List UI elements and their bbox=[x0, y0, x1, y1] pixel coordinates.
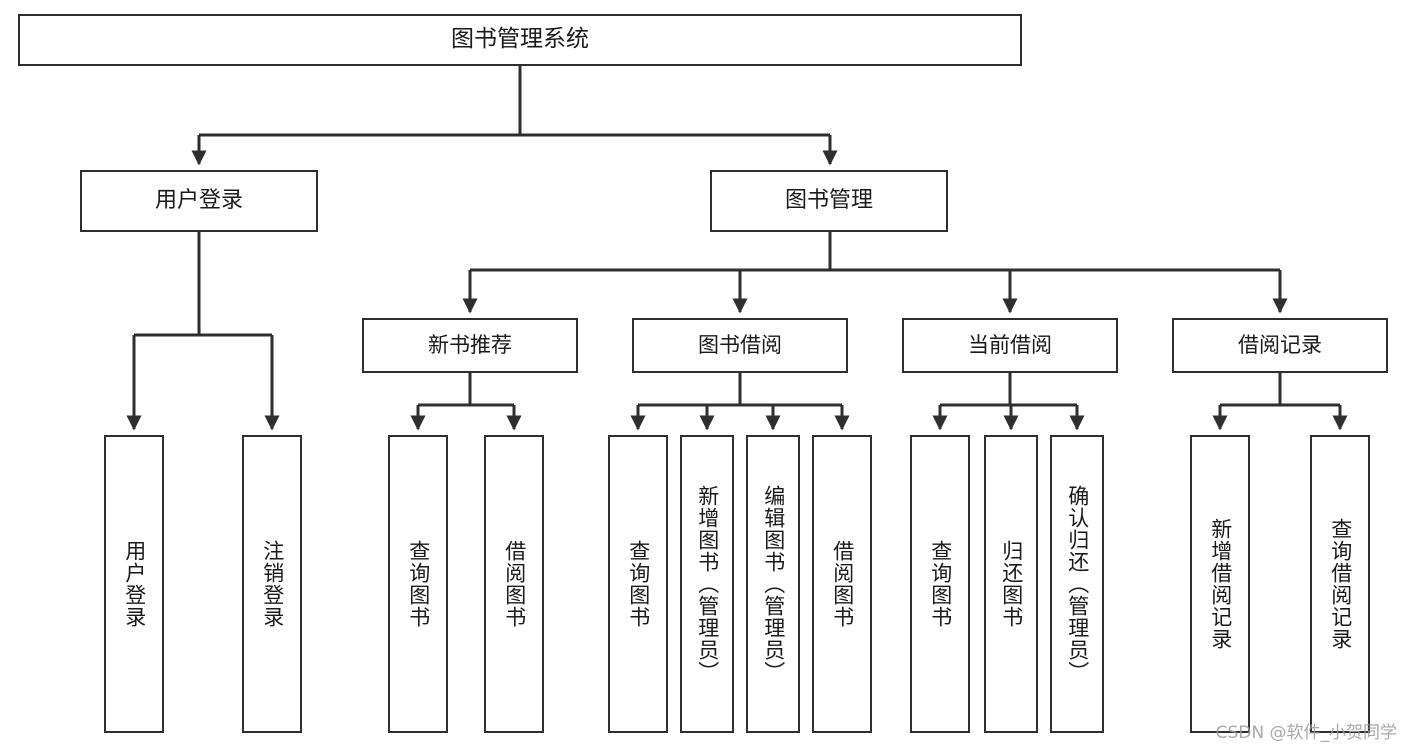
node-leaf-user-logout[interactable]: 注销登录 bbox=[242, 435, 302, 733]
node-leaf-query-record[interactable]: 查询借阅记录 bbox=[1310, 435, 1370, 733]
node-leaf-add-book[interactable]: 新增图书（管理员） bbox=[680, 435, 734, 733]
node-leaf-return-book[interactable]: 归还图书 bbox=[984, 435, 1038, 733]
node-leaf-borrow-book-2-label: 借阅图书 bbox=[830, 540, 855, 628]
node-new-book-recommend-label: 新书推荐 bbox=[428, 332, 512, 357]
node-leaf-query-book-1[interactable]: 查询图书 bbox=[388, 435, 448, 733]
node-leaf-query-book-2-label: 查询图书 bbox=[626, 540, 651, 628]
csdn-watermark: CSDN @软件_小贺同学 bbox=[1215, 723, 1397, 743]
node-leaf-query-book-2[interactable]: 查询图书 bbox=[608, 435, 668, 733]
node-current-borrow[interactable]: 当前借阅 bbox=[902, 318, 1118, 373]
node-leaf-query-book-1-label: 查询图书 bbox=[406, 540, 431, 628]
node-leaf-confirm-return[interactable]: 确认归还（管理员） bbox=[1050, 435, 1104, 733]
node-leaf-edit-book-label: 编辑图书（管理员） bbox=[761, 485, 786, 683]
node-book-borrow-label: 图书借阅 bbox=[698, 332, 782, 357]
node-leaf-borrow-book-1[interactable]: 借阅图书 bbox=[484, 435, 544, 733]
node-leaf-edit-book[interactable]: 编辑图书（管理员） bbox=[746, 435, 800, 733]
node-leaf-add-record[interactable]: 新增借阅记录 bbox=[1190, 435, 1250, 733]
node-leaf-query-book-3[interactable]: 查询图书 bbox=[910, 435, 970, 733]
node-leaf-user-login-label: 用户登录 bbox=[122, 540, 147, 628]
node-borrow-record[interactable]: 借阅记录 bbox=[1172, 318, 1388, 373]
node-leaf-query-book-3-label: 查询图书 bbox=[928, 540, 953, 628]
node-leaf-add-record-label: 新增借阅记录 bbox=[1208, 518, 1233, 650]
node-leaf-return-book-label: 归还图书 bbox=[999, 540, 1024, 628]
node-book-borrow[interactable]: 图书借阅 bbox=[632, 318, 848, 373]
node-leaf-query-record-label: 查询借阅记录 bbox=[1328, 518, 1353, 650]
node-user-login-label: 用户登录 bbox=[154, 187, 243, 213]
node-leaf-user-logout-label: 注销登录 bbox=[260, 540, 285, 628]
node-book-manage-label: 图书管理 bbox=[784, 187, 873, 213]
node-current-borrow-label: 当前借阅 bbox=[968, 332, 1052, 357]
node-root[interactable]: 图书管理系统 bbox=[18, 14, 1022, 66]
node-leaf-add-book-label: 新增图书（管理员） bbox=[695, 485, 720, 683]
node-root-label: 图书管理系统 bbox=[451, 26, 589, 53]
node-user-login[interactable]: 用户登录 bbox=[80, 170, 318, 232]
node-leaf-borrow-book-2[interactable]: 借阅图书 bbox=[812, 435, 872, 733]
node-book-manage[interactable]: 图书管理 bbox=[710, 170, 948, 232]
node-leaf-user-login[interactable]: 用户登录 bbox=[104, 435, 164, 733]
node-leaf-confirm-return-label: 确认归还（管理员） bbox=[1065, 485, 1090, 683]
node-borrow-record-label: 借阅记录 bbox=[1238, 332, 1322, 357]
node-leaf-borrow-book-1-label: 借阅图书 bbox=[502, 540, 527, 628]
node-new-book-recommend[interactable]: 新书推荐 bbox=[362, 318, 578, 373]
